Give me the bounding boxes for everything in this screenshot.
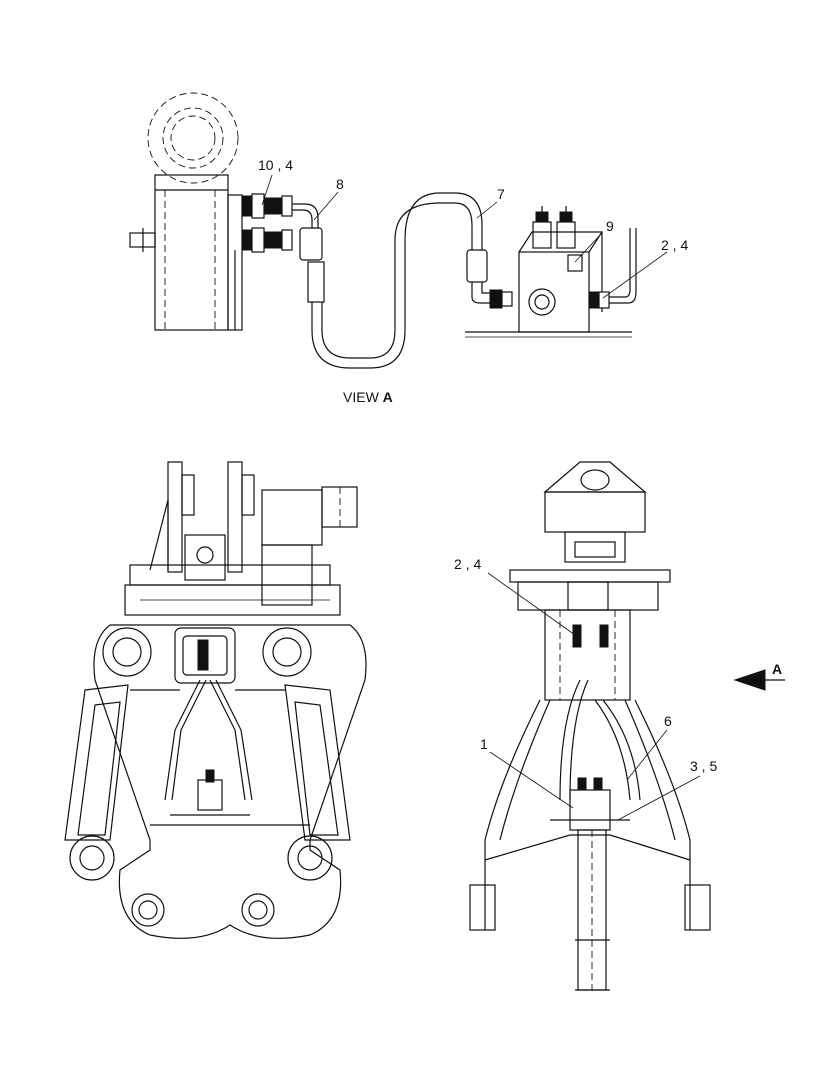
callout-7: 7 <box>497 186 505 202</box>
callout-1: 1 <box>480 736 488 752</box>
side-view-diagram <box>469 461 785 991</box>
callout-8: 8 <box>336 176 344 192</box>
view-caption-letter: A <box>382 389 393 405</box>
view-arrow-label: A <box>772 661 783 677</box>
callout-2-4-view-a: 2 , 4 <box>661 237 689 253</box>
callout-9: 9 <box>606 218 614 234</box>
callout-6: 6 <box>664 713 672 729</box>
front-view-diagram <box>64 461 367 939</box>
callout-10-4: 10 , 4 <box>258 157 294 173</box>
view-caption-prefix: VIEW <box>343 389 379 405</box>
view-caption: VIEW A <box>343 390 393 404</box>
view-a-diagram <box>129 92 668 369</box>
callout-2-4-side-view: 2 , 4 <box>454 556 482 572</box>
callout-3-5: 3 , 5 <box>690 758 718 774</box>
